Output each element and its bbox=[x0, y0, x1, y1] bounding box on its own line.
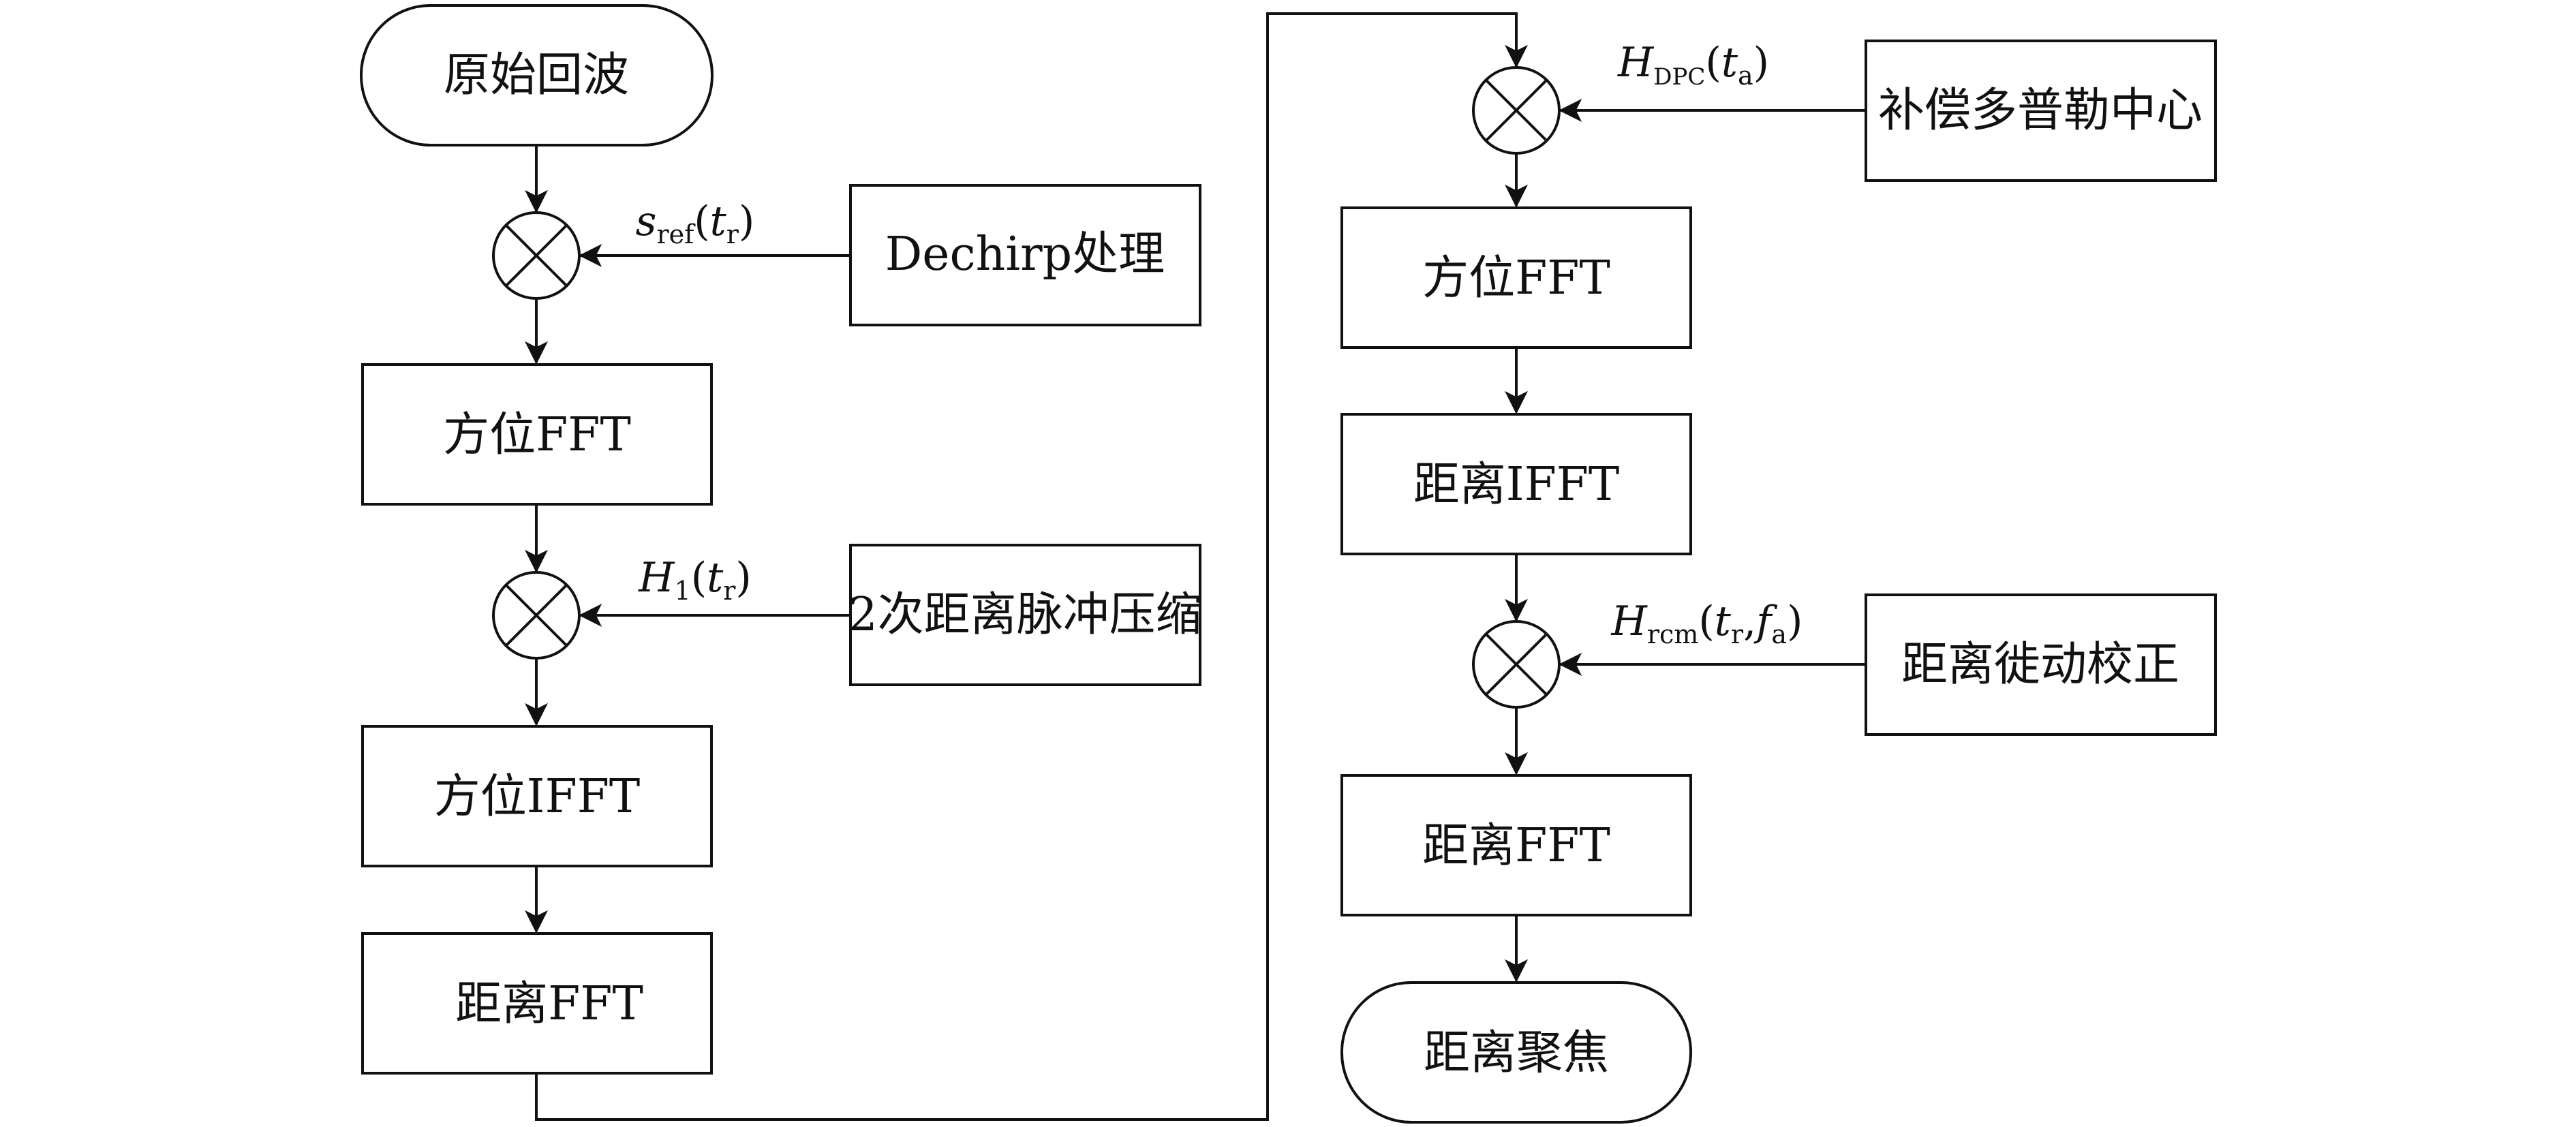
connector-left-to-right bbox=[535, 12, 1528, 1121]
rcm-correction-node: 距离徙动校正 bbox=[1865, 593, 2217, 736]
range-ifft-label: 距离IFFT bbox=[1413, 458, 1620, 512]
secondary-range-compression-node: 2次距离脉冲压缩 bbox=[848, 544, 1202, 686]
azimuth-ifft-label: 方位IFFT bbox=[434, 770, 641, 824]
range-focusing-label: 距离聚焦 bbox=[1424, 1026, 1609, 1080]
hrcm-label: Hrcm(tr,fa) bbox=[1611, 598, 1803, 649]
raw-echo-label: 原始回波 bbox=[444, 48, 629, 102]
dechirp-label: Dechirp处理 bbox=[885, 228, 1165, 281]
raw-echo-node: 原始回波 bbox=[360, 4, 714, 146]
sref-label: sref(tr) bbox=[636, 198, 755, 249]
range-fft-2-label: 距离FFT bbox=[1422, 819, 1610, 873]
dechirp-node: Dechirp处理 bbox=[849, 184, 1201, 326]
multiplier-1 bbox=[492, 211, 581, 300]
azimuth-ifft-node: 方位IFFT bbox=[361, 725, 713, 867]
range-fft-2-node: 距离FFT bbox=[1340, 774, 1692, 916]
doppler-compensation-label: 补偿多普勒中心 bbox=[1878, 84, 2203, 138]
multiplier-4 bbox=[1472, 620, 1561, 709]
azimuth-fft-1-node: 方位FFT bbox=[361, 363, 713, 506]
range-fft-1-node: 距离FFT bbox=[361, 932, 713, 1075]
azimuth-fft-1-label: 方位FFT bbox=[443, 408, 631, 462]
range-ifft-node: 距离IFFT bbox=[1340, 413, 1692, 555]
secondary-range-compression-label: 2次距离脉冲压缩 bbox=[848, 588, 1201, 642]
doppler-compensation-node: 补偿多普勒中心 bbox=[1865, 40, 2217, 182]
h1-label: H1(tr) bbox=[638, 554, 752, 606]
range-fft-1-label: 距离FFT bbox=[455, 977, 643, 1031]
range-focusing-node: 距离聚焦 bbox=[1340, 981, 1692, 1124]
multiplier-3 bbox=[1472, 66, 1561, 155]
azimuth-fft-2-node: 方位FFT bbox=[1340, 206, 1692, 349]
azimuth-fft-2-label: 方位FFT bbox=[1422, 251, 1610, 305]
multiplier-2 bbox=[492, 571, 581, 660]
hdpc-label: HDPC(ta) bbox=[1617, 39, 1769, 91]
rcm-correction-label: 距离徙动校正 bbox=[1901, 638, 2179, 692]
